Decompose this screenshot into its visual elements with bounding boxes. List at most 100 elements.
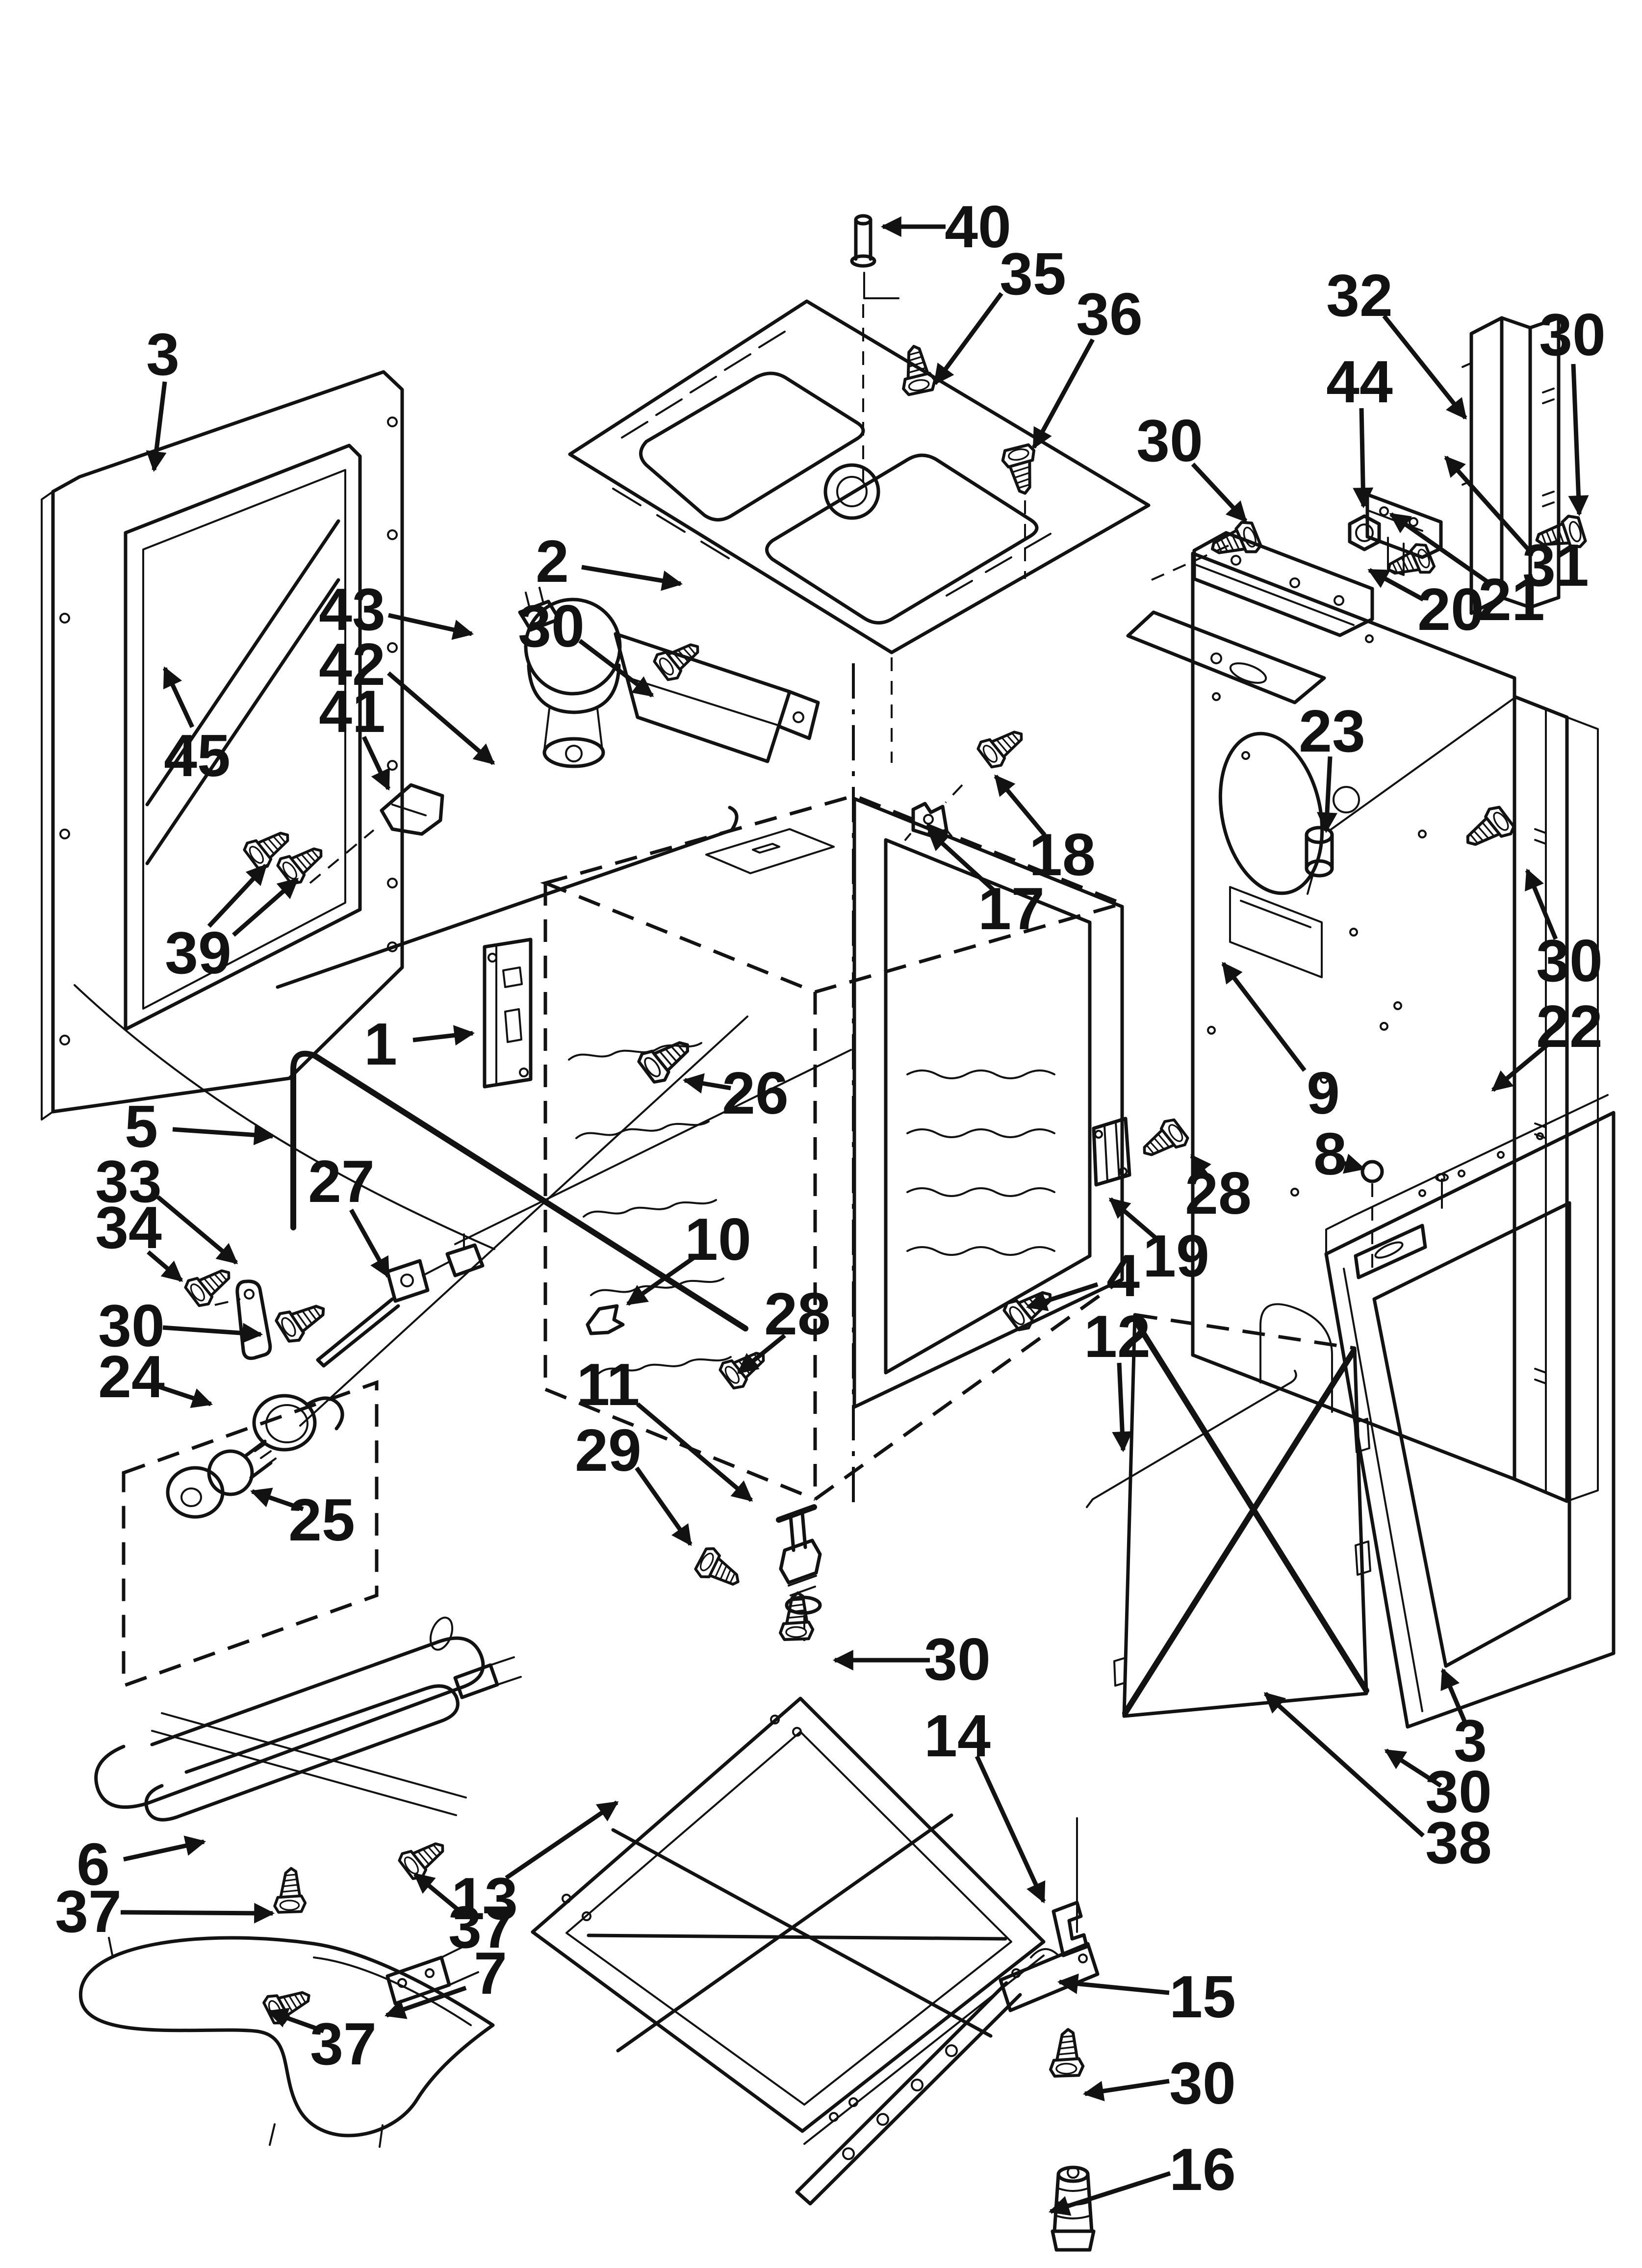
thermostat-bulb-23 (1305, 698, 1514, 895)
callout-1-18: 1 (364, 1011, 475, 1077)
callout-21-8: 21 (1389, 512, 1545, 633)
part-number-label: 45 (164, 722, 231, 789)
part-number-label: 8 (1313, 1121, 1347, 1187)
callout-37-49: 37 (55, 1878, 275, 1945)
drawer-glide-15 (795, 1817, 1100, 2206)
leader-arrow (162, 1323, 263, 1344)
callout-19-34: 19 (1108, 1197, 1209, 1289)
part-number-label: 31 (1522, 532, 1589, 599)
callout-3-10: 3 (146, 321, 180, 472)
rod-5 (290, 1050, 748, 1331)
leader-arrow (250, 1487, 304, 1512)
part-number-label: 37 (310, 2010, 377, 2077)
leader-arrow (157, 1384, 213, 1408)
part-number-label: 40 (945, 193, 1011, 260)
callout-33-20: 33 (95, 1148, 238, 1265)
callout-14-46: 14 (924, 1702, 1046, 1903)
callout-37-50: 37 (413, 1872, 515, 1960)
leader-arrow (385, 1985, 467, 2019)
callout-30-5: 30 (1539, 301, 1606, 517)
callout-30-54: 30 (1082, 2050, 1236, 2116)
left-door-panel (41, 370, 495, 1250)
right-side-panel (1324, 1094, 1616, 1729)
part-number-label: 27 (308, 1148, 375, 1215)
callout-43-14: 43 (319, 576, 474, 643)
part-number-label: 15 (1169, 1963, 1236, 2030)
oven-light-assembly (122, 1016, 748, 1688)
callout-35-1: 35 (933, 240, 1066, 386)
callout-37-52: 37 (267, 2007, 377, 2077)
callout-24-24: 24 (98, 1343, 213, 1410)
callout-30-13: 30 (518, 593, 654, 698)
leader-arrow (1032, 338, 1095, 449)
part-number-label: 37 (448, 1894, 515, 1960)
leader-arrow (172, 1124, 275, 1146)
clip-14 (1052, 1901, 1089, 1957)
leader-arrow (626, 1254, 698, 1306)
support-strap-33 (214, 1279, 272, 1360)
part-number-label: 37 (55, 1878, 122, 1945)
leader-arrow (975, 1755, 1046, 1903)
part-number-label: 10 (685, 1206, 751, 1273)
leader-arrow (578, 639, 654, 698)
leader-arrow (413, 1872, 467, 1918)
leader-arrow (1191, 462, 1248, 523)
callout-5-19: 5 (125, 1093, 275, 1160)
leader-arrow (1341, 1153, 1366, 1174)
callout-8-32: 8 (1313, 1121, 1366, 1187)
chassis-cabinet (540, 663, 1128, 1507)
screw-34 (183, 1259, 237, 1309)
part-number-label: 30 (1425, 1758, 1492, 1825)
part-number-label: 30 (924, 1626, 991, 1693)
part-number-label: 30 (1539, 301, 1606, 368)
screw-29 (693, 1545, 746, 1594)
part-number-label: 42 (319, 631, 385, 698)
leader-arrow (927, 829, 998, 894)
leader-arrow (635, 1466, 693, 1546)
light-socket (166, 1466, 225, 1519)
part-number-label: 20 (1417, 576, 1484, 643)
bake-element (79, 1936, 495, 2148)
part-number-label: 2 (536, 528, 569, 595)
part-number-label: 5 (125, 1093, 158, 1160)
callout-15-53: 15 (1057, 1963, 1236, 2030)
part-number-label: 7 (474, 1940, 507, 2007)
door-hinge-curve (74, 984, 495, 1250)
part-number-label: 41 (319, 678, 385, 745)
leveling-leg-11 (776, 1504, 822, 1641)
leader-arrow (1190, 1154, 1211, 1179)
part-number-label: 13 (451, 1865, 518, 1932)
leader-arrow (388, 613, 474, 640)
oven-sensor (316, 1049, 852, 1368)
latch-rod-42 (276, 806, 739, 989)
leader-arrow (1382, 314, 1467, 420)
leader-arrow (1491, 1040, 1552, 1092)
leader-arrow (1082, 2079, 1170, 2102)
callout-30-6: 30 (1136, 407, 1248, 523)
screw-30-base (780, 1593, 813, 1640)
part-number-label: 34 (95, 1194, 162, 1261)
leader-arrow (1221, 962, 1307, 1072)
callout-20-9: 20 (1367, 568, 1484, 643)
part-number-label: 30 (98, 1292, 165, 1359)
callout-17-29: 17 (927, 829, 1045, 942)
callout-2-12: 2 (536, 528, 683, 595)
leader-arrow (1317, 756, 1337, 834)
screw-30-left (274, 1294, 331, 1345)
part-number-label: 3 (1454, 1707, 1487, 1774)
part-number-label: 9 (1307, 1060, 1340, 1126)
callout-23-37: 23 (1299, 698, 1365, 834)
callout-45-11: 45 (162, 666, 231, 789)
callout-27-22: 27 (308, 1148, 390, 1278)
part-number-label: 30 (1536, 927, 1603, 994)
latch-bracket-41 (380, 783, 444, 836)
callout-31-7: 31 (1444, 455, 1589, 599)
callout-3-40: 3 (1440, 1668, 1487, 1774)
leader-arrow (387, 671, 495, 765)
callout-22-39: 22 (1491, 993, 1603, 1092)
leader-arrow (412, 1025, 475, 1046)
leader-arrow (1353, 408, 1374, 509)
screw-35 (897, 344, 937, 395)
part-number-label: 17 (978, 875, 1045, 942)
